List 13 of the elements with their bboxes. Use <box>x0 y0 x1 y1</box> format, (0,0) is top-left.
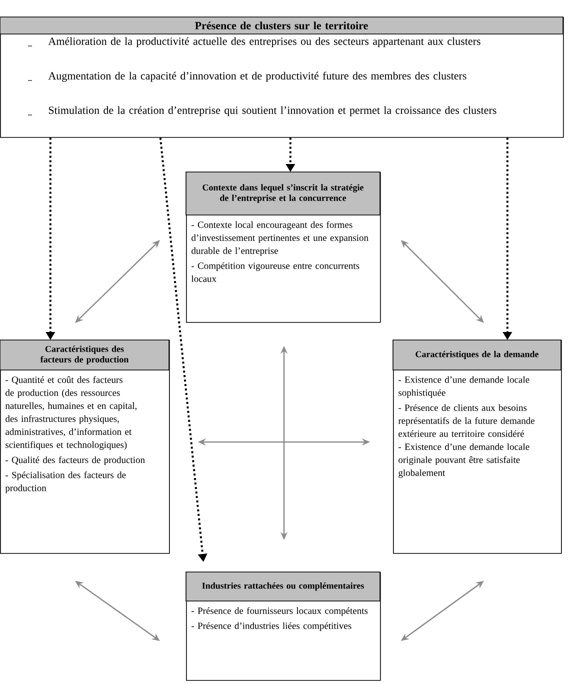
list-item: - Compétition vigoureuse entre concurrents locaux <box>191 262 360 282</box>
bullet-item: Amélioration de la productivité actuelle des entreprises ou des secteurs appartenant aux clusters <box>48 37 480 48</box>
list-item: - Présence de fournisseurs locaux compétents <box>192 607 368 616</box>
list-item: - Qualité des facteurs de production <box>6 456 145 466</box>
list-item: - Quantité et coût des facteurs de production (des ressources naturelles, humaines et en capital, des infrastructures physiques, administratives, d’information et scientifiques et technologiques) <box>5 376 137 450</box>
list-item: - Présence de clients aux besoins représentatifs de la future demande extérieure au territoire considéré <box>398 404 535 437</box>
list-item: - Existence d’une demande locale originale pouvant être satisfaite globalement <box>398 443 530 478</box>
list-item: - Présence d’industries liées compétitives <box>192 622 352 631</box>
list-item: - Contexte local encourageant des formes d’investissement pertinentes et une expansion durable de l’entreprise <box>192 221 368 256</box>
list-item: - Spécialisation des facteurs de production <box>5 471 126 494</box>
bullet-item: Stimulation de la création d’entreprise qui soutient l’innovation et permet la croissance des clusters <box>48 106 496 116</box>
list-item: - Existence d’une demande locale sophistiquée <box>398 376 530 398</box>
bullet-item: Augmentation de la capacité d’innovation et de productivité future des membres des clusters <box>48 72 466 82</box>
